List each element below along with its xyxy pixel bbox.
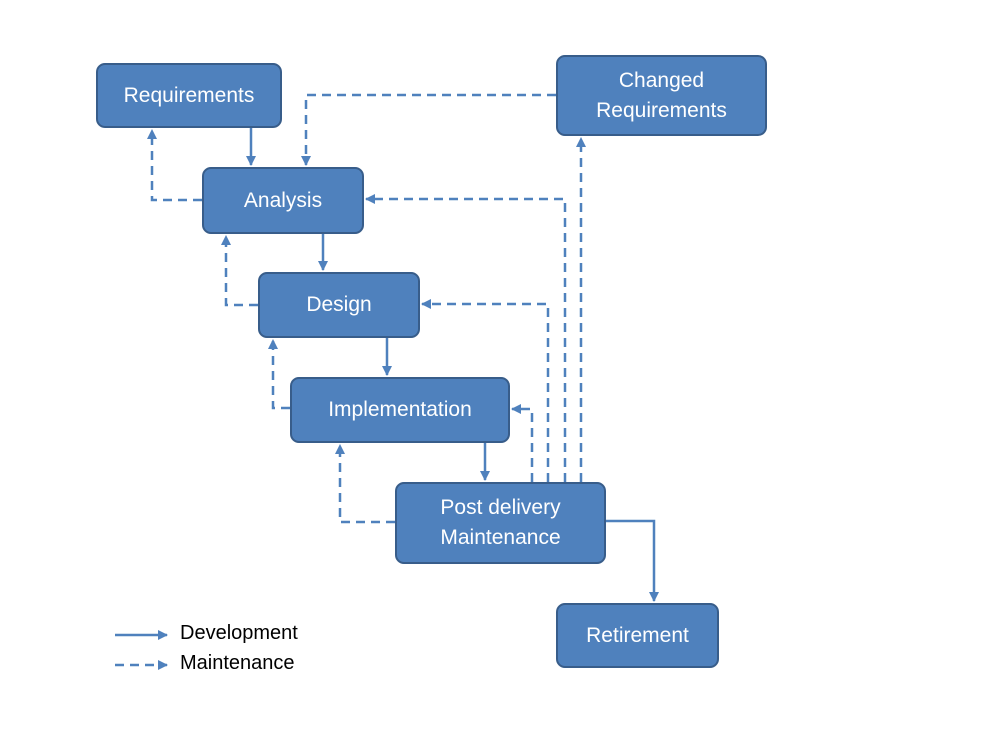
edge-post-delivery-to-design [421,299,550,482]
analysis-box: Analysis [202,167,364,234]
edge-changed-requirements-to-analysis [301,93,556,166]
edge-post-delivery-to-retirement [606,519,659,602]
edge-post-delivery-to-analysis [365,194,567,482]
post-delivery-label-line2: Maintenance [440,526,561,549]
changed-requirements-label-line2: Requirements [596,98,727,122]
analysis-label: Analysis [243,188,323,212]
implementation-box: Implementation [290,377,510,443]
legend-maintenance-label: Maintenance [180,652,295,674]
retirement-box: Retirement [556,603,719,668]
requirements-label: Requirements [123,83,255,107]
requirements-box: Requirements [96,63,282,128]
edge-post-delivery-to-implementation-right [511,404,534,482]
retirement-label: Retirement [586,623,689,647]
legend-development-label: Development [180,622,298,644]
design-box: Design [258,272,420,338]
implementation-label: Implementation [328,398,472,421]
edge-implementation-to-design [268,339,290,410]
post-delivery-maintenance-box: Post delivery Maintenance [395,482,606,564]
edge-analysis-to-requirements [147,129,202,202]
changed-requirements-box: Changed Requirements [556,55,767,136]
edge-post-delivery-to-implementation-left [335,444,395,524]
changed-requirements-label-line1: Changed [618,68,705,92]
design-label: Design [306,293,372,316]
edge-design-to-analysis [221,235,258,307]
post-delivery-label-line1: Post delivery [440,496,561,519]
